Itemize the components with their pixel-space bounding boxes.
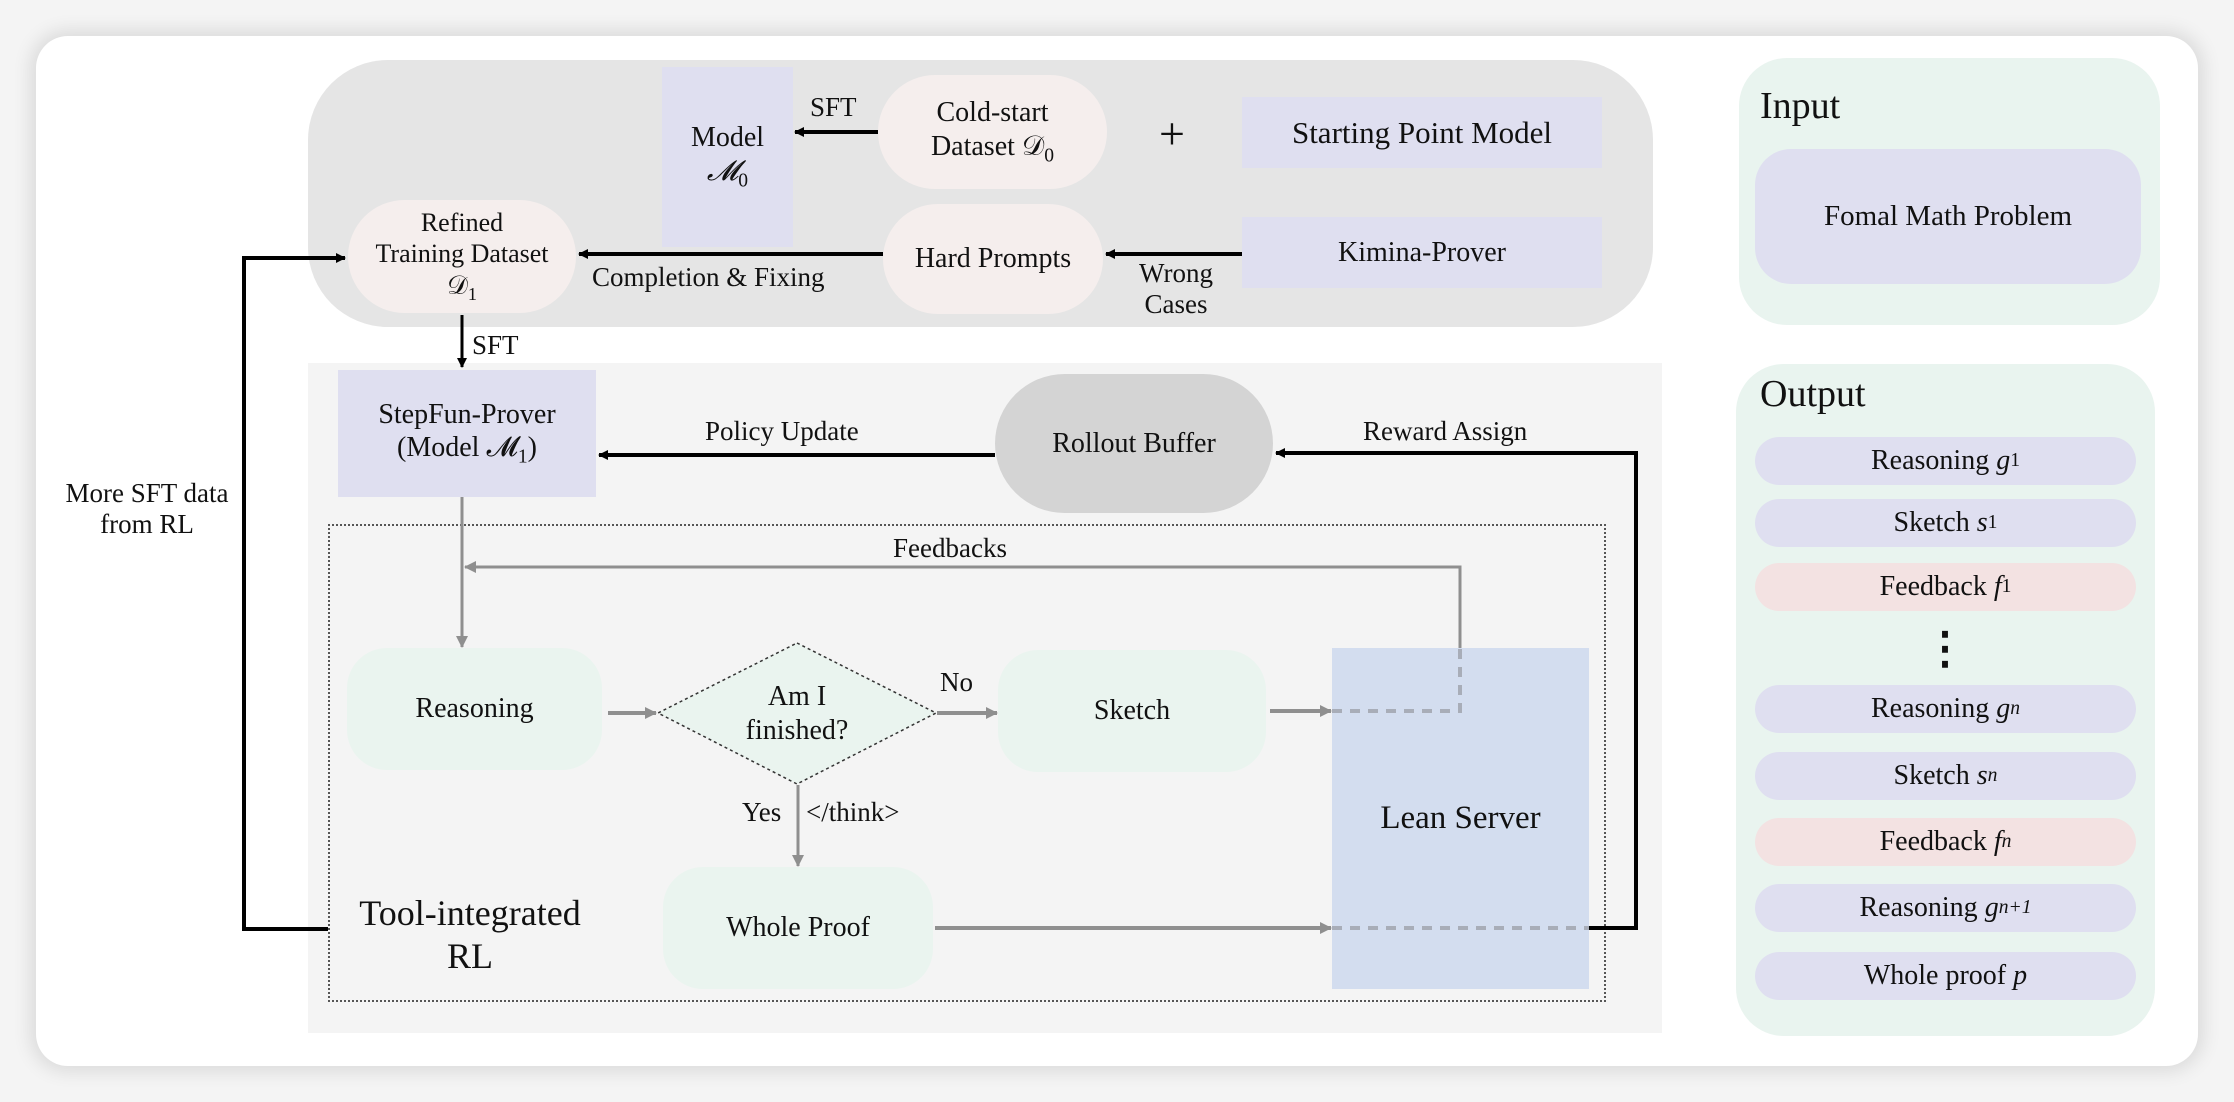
refined-dataset-symbol: 𝒟1	[447, 270, 477, 304]
output-item-label: Reasoning	[1870, 693, 1997, 724]
model-m0-box: Model 𝓜0	[662, 67, 793, 247]
ellipsis-icon: ⋮	[1923, 623, 1967, 673]
starting-point-model-box: Starting Point Model	[1242, 97, 1602, 168]
output-item-subscript: n+1	[1998, 897, 2032, 918]
output-item-variable: g	[1996, 445, 2011, 476]
edge-label-feedbacks: Feedbacks	[893, 533, 1007, 563]
edge-label-sft: SFT	[472, 330, 519, 360]
output-item-variable: g	[1996, 693, 2011, 724]
output-item-label: Feedback	[1879, 571, 1994, 602]
output-item-variable: s	[1976, 507, 1988, 538]
decision-label: Am I finished?	[745, 681, 849, 746]
edge-label-policy-update: Policy Update	[705, 416, 859, 446]
training-dataset-label: Training Dataset	[375, 239, 549, 269]
edge-label-more-sft-data: More SFT data from RL	[65, 478, 229, 540]
tool-integrated-rl-title: Tool-integrated RL	[359, 893, 581, 977]
decision-diamond	[657, 642, 937, 785]
lean-internal-feedback-path	[1332, 648, 1462, 713]
output-item-variable: s	[1976, 760, 1988, 791]
edge-label-reward-assign: Reward Assign	[1363, 416, 1528, 446]
edge-label-no: No	[940, 667, 973, 697]
output-item-label: Reasoning	[1859, 892, 1985, 923]
output-item-subscript: n	[2001, 831, 2012, 852]
cold-start-label: Cold-start	[936, 97, 1049, 129]
edge-label-wrong-cases: Wrong Cases	[1139, 258, 1213, 320]
plus-icon: +	[1159, 107, 1185, 159]
tool-integrated-rl-box	[328, 524, 1606, 1002]
reasoning-node: Reasoning	[347, 648, 602, 770]
arrow-reward-assign	[1275, 448, 1638, 930]
cold-start-dataset-node: Cold-start Dataset 𝒟0	[878, 75, 1107, 189]
output-panel-title: Output	[1760, 373, 1866, 415]
output-item-subscript: n	[2010, 698, 2020, 719]
refined-label: Refined	[420, 208, 504, 238]
input-panel-title: Input	[1760, 85, 1841, 127]
arrow-more-sft-data	[242, 253, 346, 931]
cold-start-dataset-symbol: Dataset 𝒟0	[930, 130, 1055, 167]
stepfun-model-symbol: (Model 𝓜1)	[397, 432, 537, 468]
stepfun-prover-label: StepFun-Prover	[378, 398, 556, 430]
model-m0-symbol: 𝓜0	[706, 155, 749, 192]
refined-training-dataset-node: Refined Training Dataset 𝒟1	[348, 200, 576, 313]
kimina-prover-box: Kimina-Prover	[1242, 217, 1602, 288]
edge-label-think-close: </think>	[806, 797, 900, 827]
hard-prompts-node: Hard Prompts	[883, 204, 1103, 314]
arrow-feedbacks	[464, 561, 1462, 648]
edge-label-completion-fixing: Completion & Fixing	[592, 262, 825, 292]
output-item-variable: p	[2013, 960, 2028, 991]
rollout-buffer-node: Rollout Buffer	[995, 374, 1273, 513]
edge-label-sft-top: SFT	[810, 92, 857, 122]
output-item-variable: f	[1993, 826, 2002, 857]
output-item-subscript: 1	[1987, 512, 1998, 533]
output-item-variable: f	[1993, 571, 2002, 602]
edge-label-yes: Yes	[742, 797, 782, 827]
sketch-node: Sketch	[998, 650, 1266, 772]
output-item-label: Reasoning	[1870, 445, 1997, 476]
output-item-subscript: 1	[2010, 450, 2020, 471]
output-item-subscript: n	[1987, 765, 1998, 786]
output-item-subscript: 1	[2001, 576, 2012, 597]
output-item-label: Whole proof	[1863, 960, 2014, 991]
output-item-proof: Whole proof p	[1755, 952, 2136, 1000]
output-item-label: Sketch	[1893, 507, 1977, 538]
output-item-label: Feedback	[1879, 826, 1994, 857]
output-item-label: Sketch	[1893, 760, 1977, 791]
stepfun-prover-box: StepFun-Prover (Model 𝓜1)	[338, 370, 596, 497]
input-formal-math-problem: Fomal Math Problem	[1755, 149, 2141, 284]
whole-proof-node: Whole Proof	[663, 867, 933, 989]
output-item-variable: g	[1984, 892, 1999, 923]
model-m0-label: Model	[690, 122, 765, 154]
